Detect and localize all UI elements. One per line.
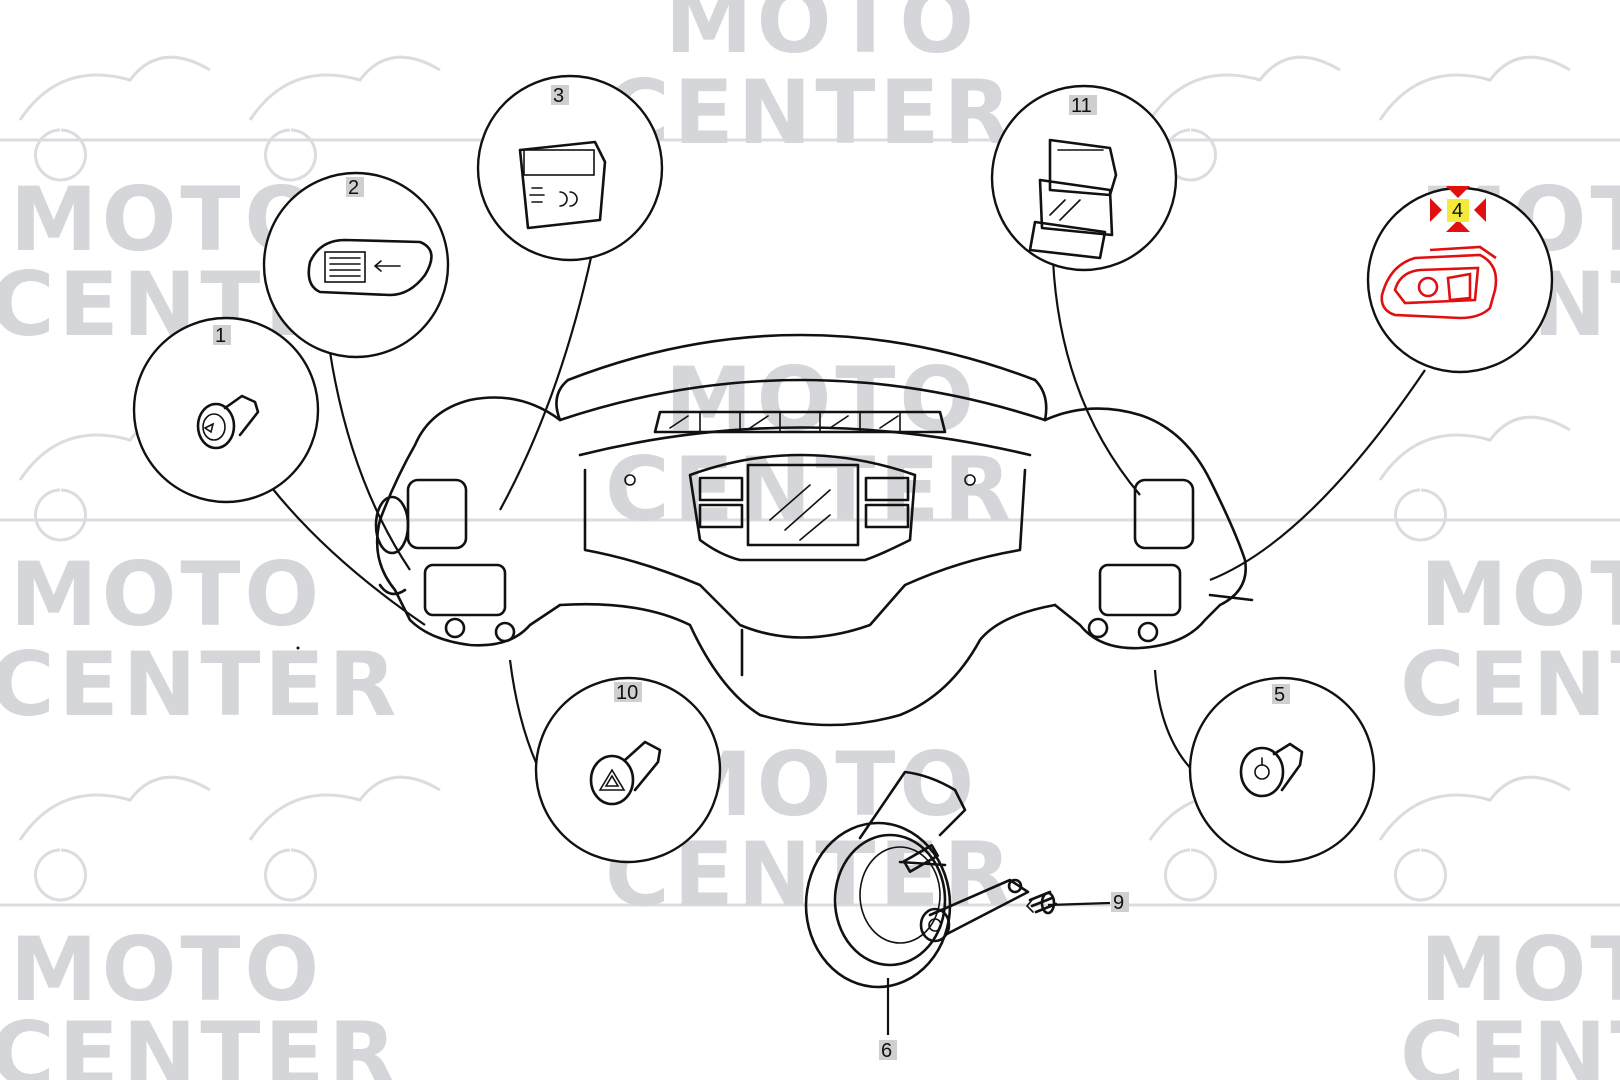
callout-4-selected[interactable]: 4 bbox=[1366, 186, 1554, 374]
leader-lines bbox=[271, 252, 1426, 1035]
callout-11-label-bg bbox=[1069, 95, 1097, 115]
callout-3[interactable]: 3 bbox=[476, 74, 664, 262]
start-switch-part bbox=[1380, 245, 1498, 320]
stray-dot bbox=[296, 646, 300, 650]
light-switch-part bbox=[518, 140, 607, 230]
callout-5[interactable]: 5 bbox=[1188, 676, 1376, 864]
watermark-moto-text: MOTO bbox=[665, 348, 978, 451]
engine-stop-button-part bbox=[1239, 742, 1304, 798]
watermark-center-text: CENTER bbox=[1400, 633, 1620, 736]
watermark-moto-text: MOTO bbox=[10, 543, 323, 646]
callout-1-label-bg bbox=[213, 325, 231, 345]
callout-11[interactable]: 11 bbox=[990, 84, 1178, 272]
watermark-moto-text: MOTO bbox=[1420, 543, 1620, 646]
watermark-scooter-icons bbox=[0, 55, 1620, 907]
callout-9-label-bg bbox=[1111, 892, 1129, 912]
callout-2-label-bg bbox=[346, 177, 364, 197]
callout-6-label-bg bbox=[879, 1040, 897, 1060]
callout-1-label: 1 bbox=[215, 325, 226, 347]
turn-signal-switch-part bbox=[307, 238, 433, 297]
callout-9-screw[interactable]: 9 bbox=[1025, 890, 1129, 915]
watermark-moto-text: MOTO bbox=[1420, 918, 1620, 1021]
callout-5-label: 5 bbox=[1274, 684, 1285, 706]
watermark-center-text: CENTER bbox=[0, 1003, 400, 1080]
callout-5-label-bg bbox=[1272, 684, 1290, 704]
selection-marker bbox=[1430, 186, 1486, 232]
callout-2-label: 2 bbox=[348, 177, 359, 199]
watermark-moto-text: MOTO bbox=[665, 0, 978, 73]
watermark-center-text: CENTER bbox=[605, 438, 1015, 541]
horn-button-part bbox=[196, 394, 260, 450]
rocker-switch-part bbox=[1028, 138, 1118, 260]
callout-1[interactable]: 1 bbox=[132, 316, 320, 504]
watermark-center-text: CENTER bbox=[1400, 1003, 1620, 1080]
callout-4-label-bg bbox=[1447, 199, 1469, 222]
callout-3-label-bg bbox=[551, 85, 569, 105]
callout-10-label-bg bbox=[614, 682, 642, 702]
handlebar-cover bbox=[374, 333, 1254, 727]
callout-6-horn[interactable]: 6 bbox=[804, 770, 1030, 1062]
watermark-moto-text: MOTO bbox=[10, 918, 323, 1021]
callout-10-label: 10 bbox=[616, 682, 638, 704]
callout-10[interactable]: 10 bbox=[534, 676, 722, 864]
callout-6-label: 6 bbox=[881, 1040, 892, 1062]
hazard-button-part bbox=[589, 740, 662, 806]
watermark-center-text: CENTER bbox=[0, 633, 400, 736]
callout-3-label: 3 bbox=[553, 85, 564, 107]
watermark-center-text: CENTER bbox=[605, 61, 1015, 164]
callout-9-label: 9 bbox=[1113, 892, 1124, 914]
screw-part bbox=[1025, 890, 1058, 915]
callout-4-label: 4 bbox=[1452, 200, 1463, 222]
callout-11-label: 11 bbox=[1071, 95, 1092, 117]
horn-part bbox=[804, 770, 1030, 989]
callout-2[interactable]: 2 bbox=[262, 171, 450, 359]
